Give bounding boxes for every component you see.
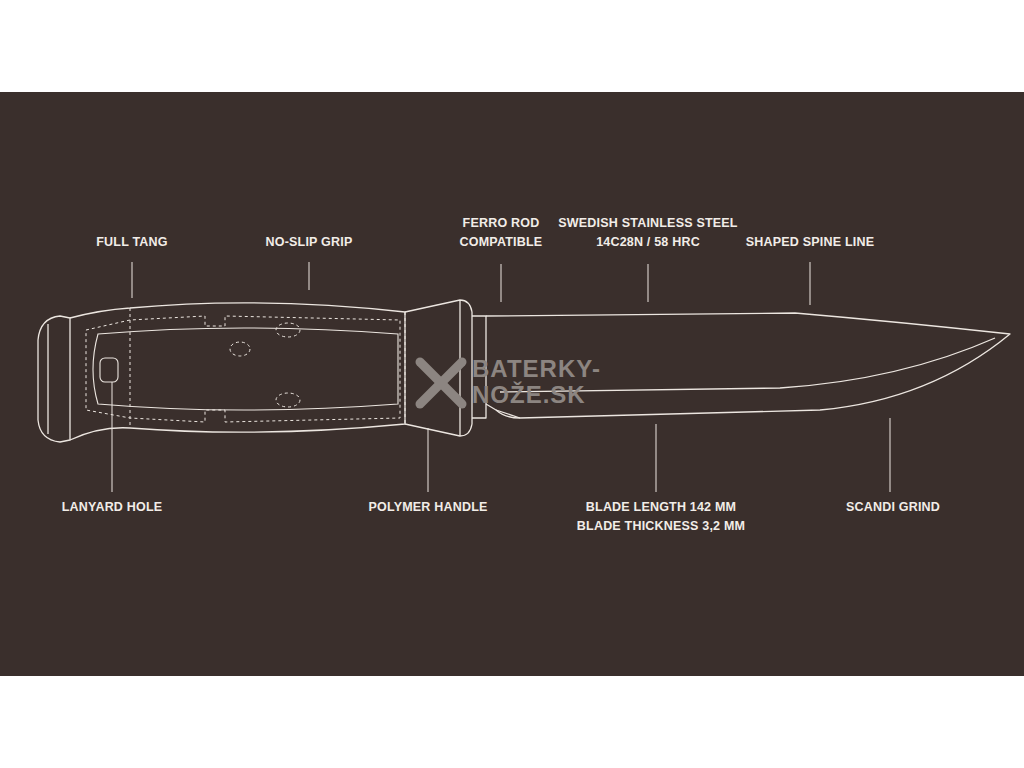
part-label: POLYMER HANDLE (343, 498, 513, 517)
watermark: BATERKY- NOŽE.SK (472, 356, 604, 408)
material-label: SWEDISH STAINLESS STEEL 14C28N / 58 HRC (556, 214, 740, 252)
part-label: SCANDI GRIND (808, 498, 978, 517)
part-label: FULL TANG (52, 233, 212, 252)
part-label: NO-SLIP GRIP (229, 233, 389, 252)
part-label: SHAPED SPINE LINE (720, 233, 900, 252)
dimension-label: BLADE THICKNESS 3,2 MM (561, 517, 761, 536)
feature-label: FERRO ROD COMPATIBLE (453, 214, 549, 252)
part-label: LANYARD HOLE (37, 498, 187, 517)
dimension-label: BLADE LENGTH 142 MM (561, 498, 761, 517)
